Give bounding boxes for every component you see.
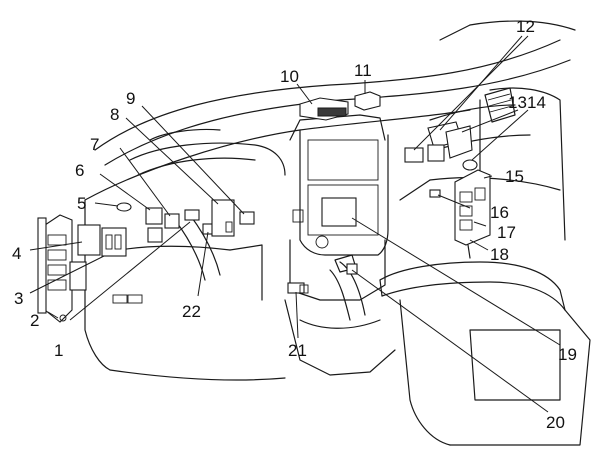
component-8 xyxy=(211,199,235,237)
callout-4: 4 xyxy=(12,244,21,263)
dashboard-outline xyxy=(84,20,591,446)
component-6 xyxy=(145,207,163,225)
callout-13: 13 xyxy=(508,93,527,112)
relay-block-right xyxy=(454,169,491,246)
callout-11: 11 xyxy=(354,61,372,80)
callout-3: 3 xyxy=(14,289,23,308)
component-5 xyxy=(116,202,132,212)
callout-10: 10 xyxy=(280,67,299,86)
callout-1: 1 xyxy=(54,341,63,360)
component-7 xyxy=(164,213,180,229)
component-14 xyxy=(462,159,478,171)
callout-16: 16 xyxy=(490,203,509,222)
callout-17: 17 xyxy=(497,223,516,242)
junction-block-left xyxy=(44,214,73,323)
callout-15: 15 xyxy=(505,167,524,186)
component-1 xyxy=(184,209,200,221)
callout-20: 20 xyxy=(546,413,565,432)
component-9 xyxy=(239,211,255,225)
components xyxy=(37,91,491,323)
leader-lines xyxy=(29,35,561,413)
callout-12: 12 xyxy=(516,17,535,36)
callout-21: 21 xyxy=(288,341,307,360)
component-21 xyxy=(287,282,305,294)
callout-8: 8 xyxy=(110,105,119,124)
callout-14: 14 xyxy=(527,93,546,112)
callout-19: 19 xyxy=(558,345,577,364)
callout-labels: 1 2 3 4 5 6 7 8 9 10 11 12 13 14 15 16 1… xyxy=(12,17,577,432)
relay-block-4 xyxy=(77,224,101,256)
callout-18: 18 xyxy=(490,245,509,264)
callout-7: 7 xyxy=(90,135,99,154)
component-11 xyxy=(354,91,381,111)
component-20 xyxy=(346,263,358,275)
callout-9: 9 xyxy=(126,89,135,108)
callout-6: 6 xyxy=(75,161,84,180)
component-19 xyxy=(321,197,357,227)
component-13 xyxy=(445,125,473,159)
callout-5: 5 xyxy=(77,194,86,213)
callout-22: 22 xyxy=(182,302,201,321)
callout-2: 2 xyxy=(30,311,39,330)
